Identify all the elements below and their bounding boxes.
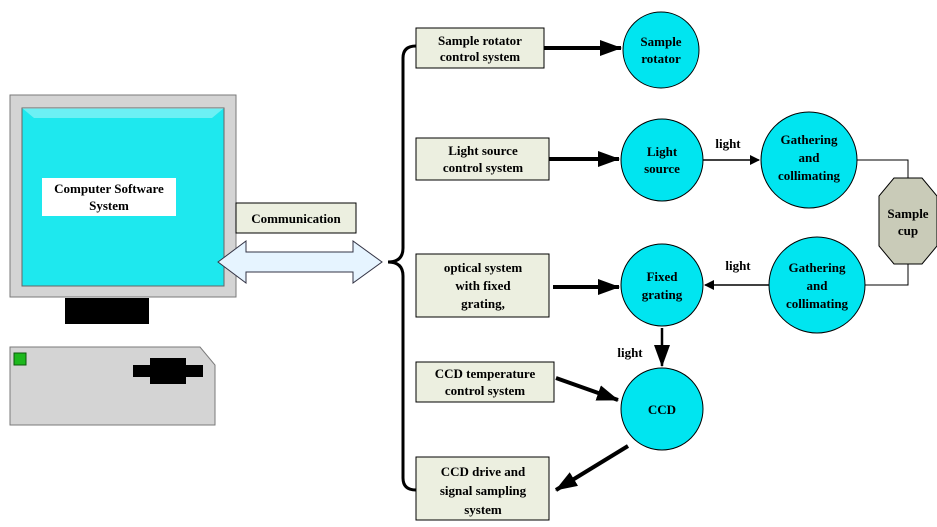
svg-text:collimating: collimating [786,296,849,311]
power-indicator [13,352,27,366]
svg-text:Sample: Sample [887,206,928,221]
node-fixed-grating: Fixed grating [620,243,704,327]
box-ccd-temperature-control: CCD temperature control system [415,361,555,403]
svg-text:and: and [799,150,821,165]
svg-text:signal sampling: signal sampling [440,483,527,498]
svg-text:Light source: Light source [448,143,518,158]
connector-gathering-to-cup [857,159,909,178]
svg-text:Fixed: Fixed [646,269,678,284]
screen-label-line2: System [89,198,129,213]
edge-label-light-1: light [715,136,741,151]
computer-icon: Computer Software System [9,94,237,426]
arrow-temp-to-ccd [555,376,619,402]
node-gathering-top: Gathering and collimating [760,111,858,209]
svg-text:source: source [644,161,680,176]
box-optical-system: optical system with fixed grating, [415,253,550,318]
svg-text:control system: control system [445,383,525,398]
svg-text:CCD temperature: CCD temperature [435,366,536,381]
svg-text:collimating: collimating [778,168,841,183]
node-sample-rotator: Sample rotator [622,11,700,89]
edge-label-light-3: light [617,345,643,360]
double-arrow-icon [217,240,383,284]
svg-text:Gathering: Gathering [788,260,846,275]
connector-cup-to-gathering [865,264,909,286]
svg-text:cup: cup [898,223,918,238]
svg-text:Sample: Sample [640,34,681,49]
svg-text:optical system: optical system [444,260,523,275]
box-sample-rotator-control: Sample rotator control system [415,27,545,69]
screen-label-line1: Computer Software [54,181,164,196]
bracket-bus [387,44,417,492]
svg-text:and: and [807,278,829,293]
svg-text:grating: grating [642,287,683,302]
floppy-drive-icon [133,358,203,384]
communication-label: Communication [251,211,341,226]
svg-text:control system: control system [440,49,520,64]
svg-text:CCD: CCD [648,402,676,417]
svg-text:Light: Light [647,144,678,159]
svg-text:system: system [464,502,502,517]
monitor-icon: Computer Software System [9,94,237,324]
box-ccd-drive: CCD drive and signal sampling system [415,456,550,521]
communication-block: Communication [217,202,383,284]
svg-text:rotator: rotator [641,51,681,66]
box-light-source-control: Light source control system [415,137,550,181]
edge-label-light-2: light [725,258,751,273]
svg-text:Sample rotator: Sample rotator [438,33,522,48]
svg-text:Gathering: Gathering [780,132,838,147]
svg-text:grating,: grating, [461,296,505,311]
svg-text:CCD drive and: CCD drive and [441,464,526,479]
system-unit-icon [9,346,216,426]
node-ccd: CCD [620,367,704,451]
node-gathering-bottom: Gathering and collimating [768,236,866,334]
node-sample-cup: Sample cup [878,177,937,265]
svg-text:control system: control system [443,160,523,175]
svg-text:with fixed: with fixed [455,278,511,293]
arrow-ccd-to-drive [554,444,630,492]
node-light-source: Light source [620,118,704,202]
